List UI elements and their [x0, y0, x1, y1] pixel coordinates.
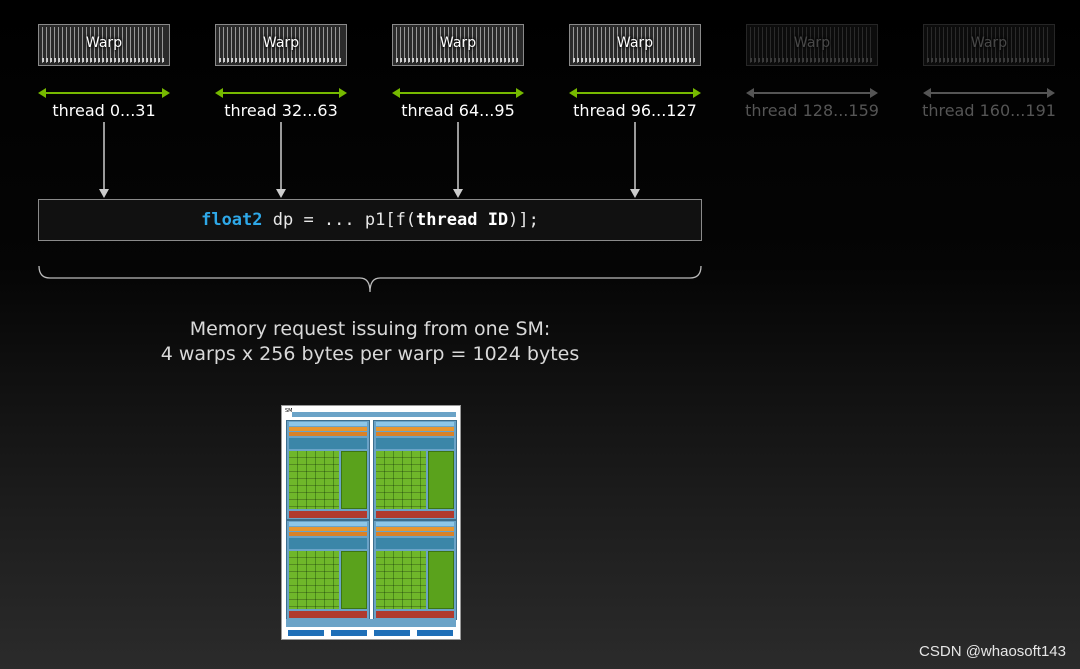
code-line: float2 dp = ... p1[f(thread ID)]; [38, 199, 702, 241]
l1-shared-memory-bar [286, 619, 456, 627]
watermark: CSDN @whaosoft143 [919, 643, 1066, 660]
thread-range-label-0: thread 0...31 [52, 101, 156, 120]
thread-range-label-3: thread 96...127 [573, 101, 697, 120]
down-arrow-1 [276, 122, 286, 198]
tex-unit [331, 630, 367, 636]
thread-span-arrow-3 [569, 88, 701, 98]
thread-range-label-1: thread 32...63 [224, 101, 338, 120]
sm-partition-3 [373, 520, 457, 620]
thread-span-arrow-2 [392, 88, 524, 98]
thread-range-label-4: thread 128...159 [745, 101, 879, 120]
thread-range-label-2: thread 64...95 [401, 101, 515, 120]
thread-range-label-5: thread 160...191 [922, 101, 1056, 120]
tex-unit [288, 630, 324, 636]
memory-request-line-1: Memory request issuing from one SM: [189, 318, 551, 340]
code-thread-id: thread ID [416, 210, 509, 230]
tex-unit [417, 630, 453, 636]
thread-span-arrow-1 [215, 88, 347, 98]
memory-request-line-2: 4 warps x 256 bytes per warp = 1024 byte… [160, 343, 580, 365]
down-arrow-2 [453, 122, 463, 198]
sm-partition-1 [373, 420, 457, 520]
warp-box-0: Warp [38, 24, 170, 66]
warp-box-3: Warp [569, 24, 701, 66]
curly-brace [38, 265, 702, 293]
thread-span-arrow-0 [38, 88, 170, 98]
warp-label: Warp [970, 35, 1008, 51]
warp-label: Warp [439, 35, 477, 51]
warp-box-4: Warp [746, 24, 878, 66]
sm-block-diagram: SM [281, 405, 461, 640]
code-text-1: dp = ... p1[f( [262, 210, 417, 230]
warp-label: Warp [85, 35, 123, 51]
code-text-2: )]; [508, 210, 539, 230]
thread-span-arrow-5 [923, 88, 1055, 98]
warp-label: Warp [616, 35, 654, 51]
thread-span-arrow-4 [746, 88, 878, 98]
warp-label: Warp [793, 35, 831, 51]
tex-unit [374, 630, 410, 636]
warp-box-2: Warp [392, 24, 524, 66]
warp-box-5: Warp [923, 24, 1055, 66]
warp-box-1: Warp [215, 24, 347, 66]
l1-instruction-cache-bar [292, 412, 456, 417]
sm-partition-2 [286, 520, 370, 620]
code-keyword: float2 [201, 210, 263, 230]
down-arrow-0 [99, 122, 109, 198]
warp-label: Warp [262, 35, 300, 51]
down-arrow-3 [630, 122, 640, 198]
sm-partition-0 [286, 420, 370, 520]
sm-title: SM [285, 408, 293, 414]
